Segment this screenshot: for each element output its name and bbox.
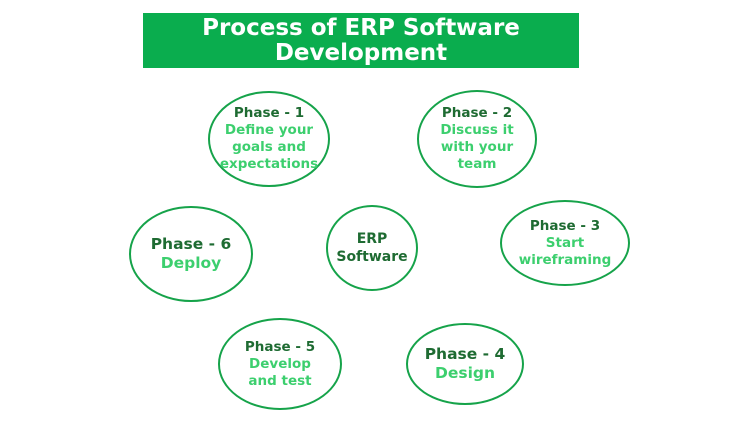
phase-2-heading: Phase - 2 [441, 105, 513, 121]
phase-1-text-line: expectations [219, 156, 319, 172]
phase-2-text-line: Discuss it [440, 122, 514, 138]
phase-5-text-line: and test [248, 372, 312, 389]
center-line-1: ERP [356, 231, 388, 247]
phase-6-heading: Phase - 6 [150, 235, 232, 253]
phase-5-heading: Phase - 5 [244, 338, 316, 355]
center-line-2: Software [336, 249, 408, 265]
erp-software-center-node: ERP Software [326, 205, 418, 291]
phase-1-text-line: Define your [224, 122, 314, 138]
phase-3-node: Phase - 3 Start wireframing [500, 200, 630, 286]
title-line-2: Development [274, 39, 448, 66]
phase-4-node: Phase - 4 Design [406, 323, 524, 405]
phase-6-text-line: Deploy [160, 254, 222, 272]
phase-3-heading: Phase - 3 [529, 217, 601, 234]
phase-1-node: Phase - 1 Define your goals and expectat… [208, 91, 330, 187]
phase-2-node: Phase - 2 Discuss it with your team [417, 90, 537, 188]
phase-5-node: Phase - 5 Develop and test [218, 318, 342, 410]
title-line-1: Process of ERP Software [202, 14, 520, 41]
phase-2-text-line: team [457, 156, 497, 172]
phase-1-heading: Phase - 1 [233, 105, 305, 121]
phase-3-text-line: Start [545, 234, 585, 251]
phase-1-text-line: goals and [232, 139, 306, 155]
phase-4-text-line: Design [434, 364, 496, 382]
phase-2-text-line: with your [440, 139, 514, 155]
phase-5-text-line: Develop [249, 355, 311, 372]
phase-4-heading: Phase - 4 [424, 345, 506, 363]
phase-3-text-line: wireframing [518, 251, 612, 268]
title-banner: Process of ERP Software Development [143, 13, 579, 68]
phase-6-node: Phase - 6 Deploy [129, 206, 253, 302]
